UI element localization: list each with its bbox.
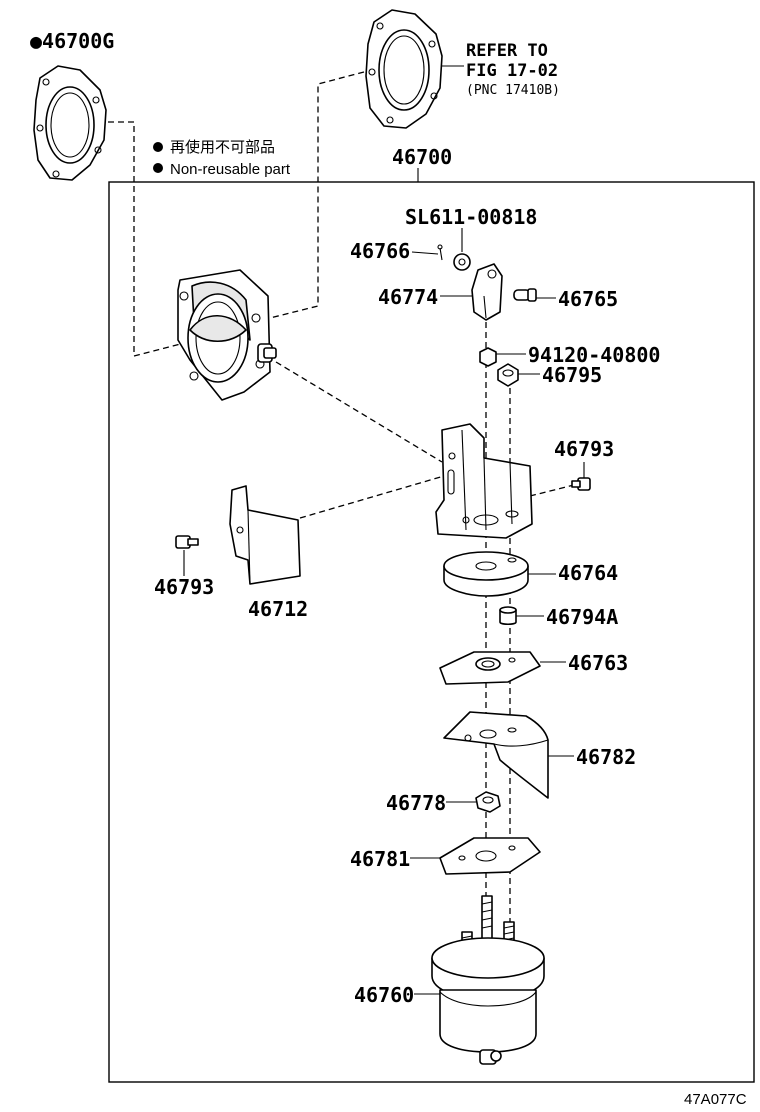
label-46781: 46781 — [350, 847, 410, 871]
label-46795: 46795 — [542, 363, 602, 387]
pin-46765[interactable] — [513, 288, 537, 302]
legend-bullet-jp — [153, 142, 163, 152]
actuator-46760[interactable] — [431, 895, 545, 1065]
label-46794a: 46794A — [546, 605, 618, 629]
label-46793-right: 46793 — [554, 437, 614, 461]
assembly-frame — [108, 181, 755, 1083]
label-46778: 46778 — [386, 791, 446, 815]
refer-line1: REFER TO — [466, 41, 548, 61]
washer-sl611[interactable] — [453, 253, 471, 271]
label-46763: 46763 — [568, 651, 628, 675]
gasket-46700g[interactable] — [33, 65, 107, 181]
washer-46778[interactable] — [475, 791, 501, 813]
label-sl611: SL611-00818 — [405, 205, 537, 229]
clevis-46774[interactable] — [471, 263, 503, 321]
legend-bullet-en — [153, 163, 163, 173]
label-46793-left: 46793 — [154, 575, 214, 599]
bracket-46712[interactable] — [229, 485, 301, 585]
legend-jp: 再使用不可部品 — [170, 139, 275, 156]
refer-line2: FIG 17-02 — [466, 61, 558, 81]
bolt-46793-right[interactable] — [571, 477, 591, 491]
label-46766: 46766 — [350, 239, 410, 263]
bolt-46793-left[interactable] — [175, 535, 199, 549]
main-bracket[interactable] — [435, 423, 533, 539]
nut-94120[interactable] — [479, 347, 497, 367]
shield-46782[interactable] — [443, 711, 549, 799]
refer-line3: (PNC 17410B) — [466, 83, 560, 98]
plate-46781[interactable] — [439, 837, 541, 875]
spacer-46764[interactable] — [443, 551, 529, 597]
label-46760: 46760 — [354, 983, 414, 1007]
label-46765: 46765 — [558, 287, 618, 311]
label-46782: 46782 — [576, 745, 636, 769]
plate-46763[interactable] — [439, 651, 541, 685]
label-46764: 46764 — [558, 561, 618, 585]
legend-en: Non-reusable part — [170, 161, 291, 178]
label-46774: 46774 — [378, 285, 438, 309]
gasket-refer — [365, 9, 443, 129]
collar-46794a[interactable] — [499, 606, 517, 626]
flange-body[interactable] — [177, 269, 277, 401]
label-46700: 46700 — [392, 145, 452, 169]
figure-code: 47A077C — [684, 1091, 747, 1108]
label-46700g: ●46700G — [30, 29, 114, 53]
nut-46795[interactable] — [497, 363, 519, 387]
pin-46766[interactable] — [437, 244, 443, 261]
label-94120: 94120-40800 — [528, 343, 660, 367]
label-46712: 46712 — [248, 597, 308, 621]
